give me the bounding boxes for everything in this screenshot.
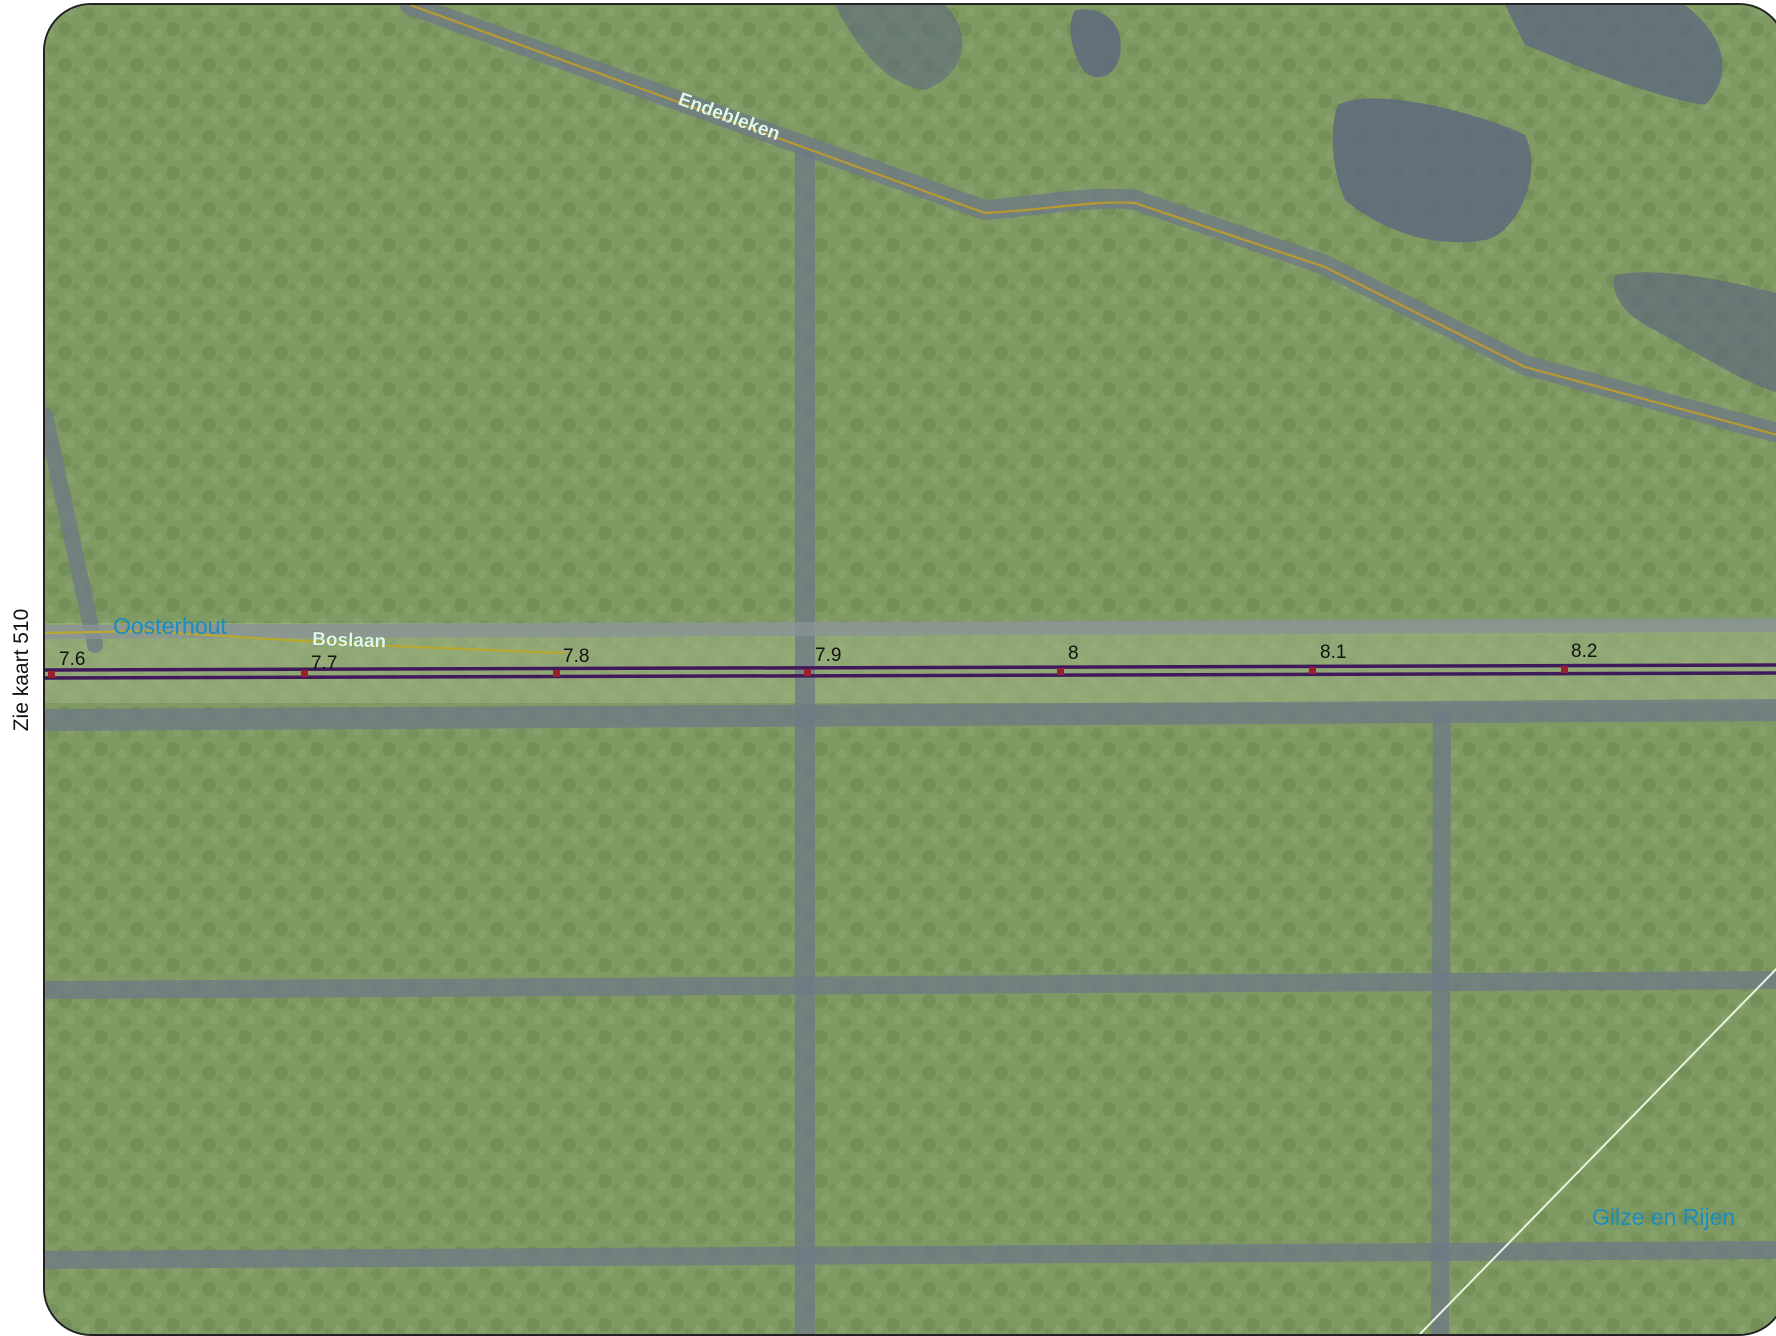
km-label: 8.2 — [1571, 641, 1597, 662]
municipal-boundary — [1419, 967, 1776, 1334]
pond — [1613, 272, 1776, 393]
path — [1431, 711, 1451, 1334]
km-label: 8.1 — [1320, 642, 1346, 663]
path — [45, 971, 1776, 999]
path — [45, 1241, 1776, 1269]
aerial-map[interactable]: 7.6 7.7 7.8 7.9 8 8.1 — [45, 5, 1776, 1334]
km-marker: 8.2 — [1561, 641, 1597, 673]
km-marker: 7.6 — [48, 649, 85, 678]
km-label: 8 — [1068, 643, 1079, 664]
adjacent-map-reference: Zie kaart 510 — [0, 0, 44, 1335]
km-dot — [48, 671, 55, 678]
pond — [1505, 5, 1723, 105]
forest-paths — [45, 5, 1776, 1334]
path — [45, 407, 103, 653]
path — [400, 5, 1776, 443]
km-dot — [553, 670, 560, 677]
km-marker: 7.7 — [301, 653, 337, 677]
path — [45, 699, 1776, 731]
km-dot — [804, 669, 811, 676]
km-dot — [1309, 667, 1316, 674]
km-dot — [1057, 668, 1064, 675]
adjacent-map-label: Zie kaart 510 — [10, 608, 33, 732]
km-dot — [301, 670, 308, 677]
route-line-top — [45, 663, 1776, 672]
km-marker: 8 — [1057, 643, 1079, 675]
road-endebleken — [409, 5, 1776, 436]
km-label: 7.8 — [563, 646, 589, 667]
km-label: 7.9 — [815, 645, 841, 666]
route-line-bottom — [45, 671, 1776, 680]
km-marker: 8.1 — [1309, 642, 1346, 674]
pond — [1070, 9, 1121, 78]
path — [45, 618, 1776, 639]
pond — [835, 5, 963, 90]
place-label-gilze-en-rijen: Gilze en Rijen — [1592, 1204, 1735, 1230]
road-boslaan — [45, 629, 566, 655]
km-marker: 7.8 — [553, 646, 589, 677]
km-label: 7.7 — [311, 653, 337, 674]
km-markers: 7.6 7.7 7.8 7.9 8 8.1 — [48, 641, 1597, 678]
pond — [1332, 98, 1532, 243]
km-dot — [1561, 666, 1568, 673]
km-marker: 7.9 — [804, 645, 841, 676]
map-frame[interactable]: 7.6 7.7 7.8 7.9 8 8.1 — [43, 3, 1776, 1336]
street-label-boslaan: Boslaan — [312, 629, 387, 653]
main-route — [45, 663, 1776, 680]
place-label-oosterhout: Oosterhout — [113, 613, 227, 639]
km-label: 7.6 — [59, 649, 85, 670]
